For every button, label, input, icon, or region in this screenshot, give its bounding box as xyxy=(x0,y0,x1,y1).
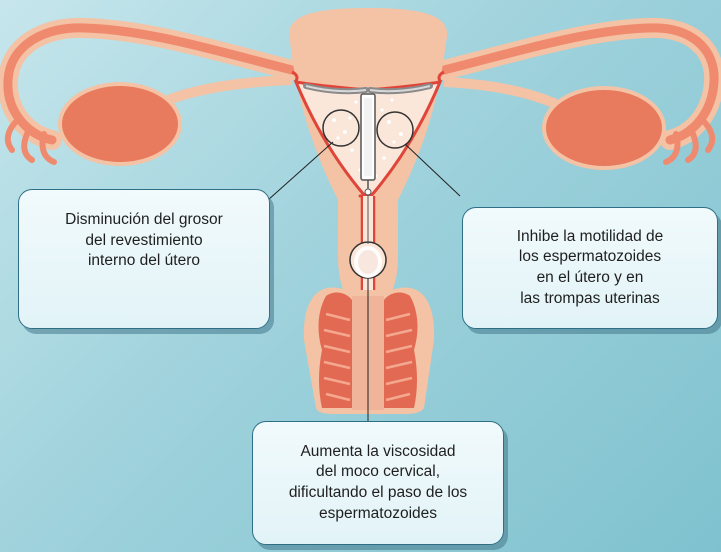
endometrium-callout: Disminución del grosor del revestimiento… xyxy=(18,189,270,329)
left-ovary xyxy=(60,84,180,164)
motility-callout: Inhibe la motilidad de los espermatozoid… xyxy=(462,207,718,329)
right-ovary xyxy=(544,88,664,168)
cervical-mucus-callout: Aumenta la viscosidad del moco cervical,… xyxy=(252,421,504,545)
endometrium-highlight xyxy=(323,110,359,146)
